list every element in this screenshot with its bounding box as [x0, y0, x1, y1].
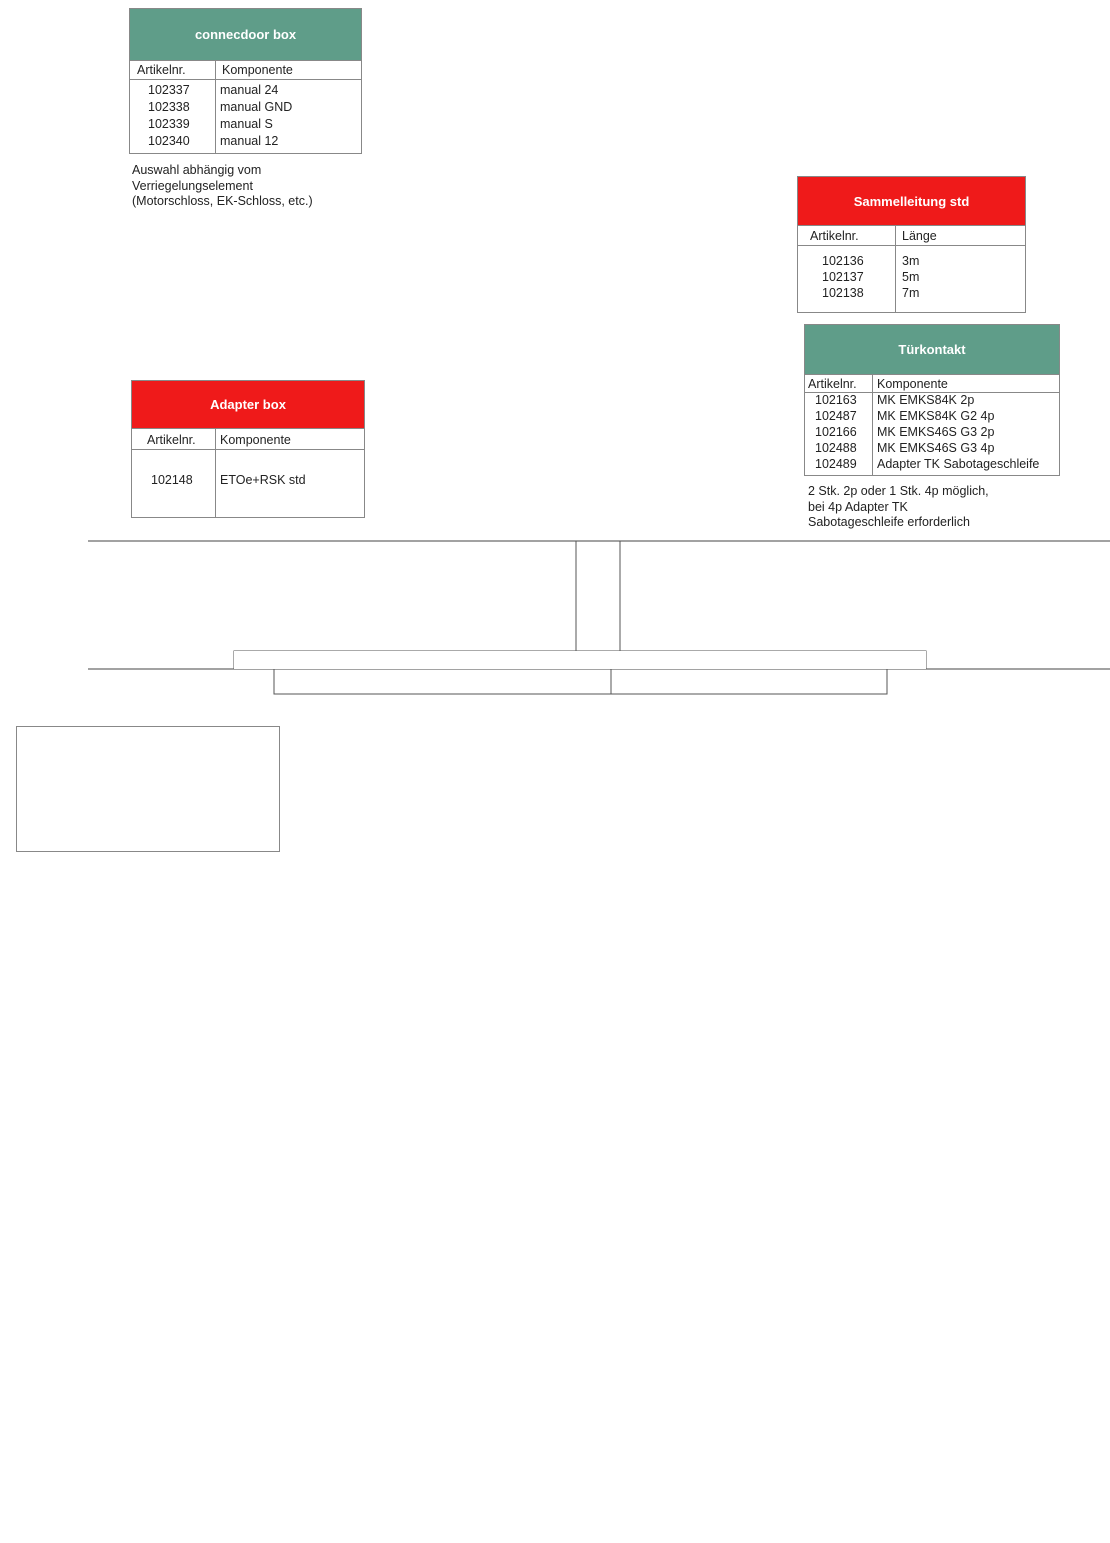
table-cell: MK EMKS84K G2 4p — [877, 409, 995, 423]
col-header-laenge: Länge — [902, 229, 937, 243]
table-cell: 102163 — [815, 393, 857, 407]
riegelschaltkontakt-table — [16, 726, 280, 852]
table-cell: ETOe+RSK std — [220, 473, 306, 487]
table-cell: MK EMKS84K 2p — [877, 393, 975, 407]
tuerkontakt-table: Türkontakt Artikelnr. Komponente 102163 … — [804, 324, 1060, 476]
door-leaf-outline — [273, 669, 888, 695]
adapter-box-title: Adapter box — [132, 381, 364, 429]
sammelleitung-title: Sammelleitung std — [798, 177, 1025, 226]
table-cell: 5m — [902, 270, 920, 284]
table-cell: 102337 — [148, 83, 190, 97]
table-cell: 102339 — [148, 117, 190, 131]
table-cell: 102136 — [822, 254, 864, 268]
table-cell: 102340 — [148, 134, 190, 148]
table-cell: manual 24 — [220, 83, 279, 97]
col-header-artikelnr: Artikelnr. — [810, 229, 859, 243]
table-cell: 102148 — [151, 473, 193, 487]
table-cell: MK EMKS46S G3 4p — [877, 441, 995, 455]
col-header-artikelnr: Artikelnr. — [147, 433, 196, 447]
col-header-artikelnr: Artikelnr. — [137, 63, 186, 77]
adapter-box-table: Adapter box Artikelnr. Komponente 102148… — [131, 380, 365, 518]
table-cell: 102137 — [822, 270, 864, 284]
table-cell: 102166 — [815, 425, 857, 439]
table-cell: MK EMKS46S G3 2p — [877, 425, 995, 439]
connecdoor-box-table: connecdoor box Artikelnr. Komponente 102… — [129, 8, 362, 154]
table-cell: 7m — [902, 286, 920, 300]
col-header-komponente: Komponente — [220, 433, 291, 447]
table-cell: manual GND — [220, 100, 293, 114]
table-cell: 102138 — [822, 286, 864, 300]
table-cell: 102338 — [148, 100, 190, 114]
table-cell: manual S — [220, 117, 273, 131]
connecdoor-box-note: Auswahl abhängig vom Verriegelungselemen… — [132, 163, 313, 208]
table-cell: 3m — [902, 254, 920, 268]
col-header-komponente: Komponente — [877, 377, 948, 391]
tuerkontakt-title: Türkontakt — [805, 325, 1059, 375]
col-header-komponente: Komponente — [222, 63, 293, 77]
connecdoor-box-title: connecdoor box — [130, 9, 361, 61]
tuerkontakt-note: 2 Stk. 2p oder 1 Stk. 4p möglich, bei 4p… — [808, 484, 989, 529]
sammelleitung-table: Sammelleitung std Artikelnr. Länge 10213… — [797, 176, 1026, 313]
col-header-artikelnr: Artikelnr. — [808, 377, 857, 391]
table-cell: 102488 — [815, 441, 857, 455]
table-cell: manual 12 — [220, 134, 279, 148]
table-cell: 102487 — [815, 409, 857, 423]
wall-hatch — [88, 540, 1110, 542]
table-cell: 102489 — [815, 457, 857, 471]
table-cell: Adapter TK Sabotageschleife — [877, 457, 1040, 471]
